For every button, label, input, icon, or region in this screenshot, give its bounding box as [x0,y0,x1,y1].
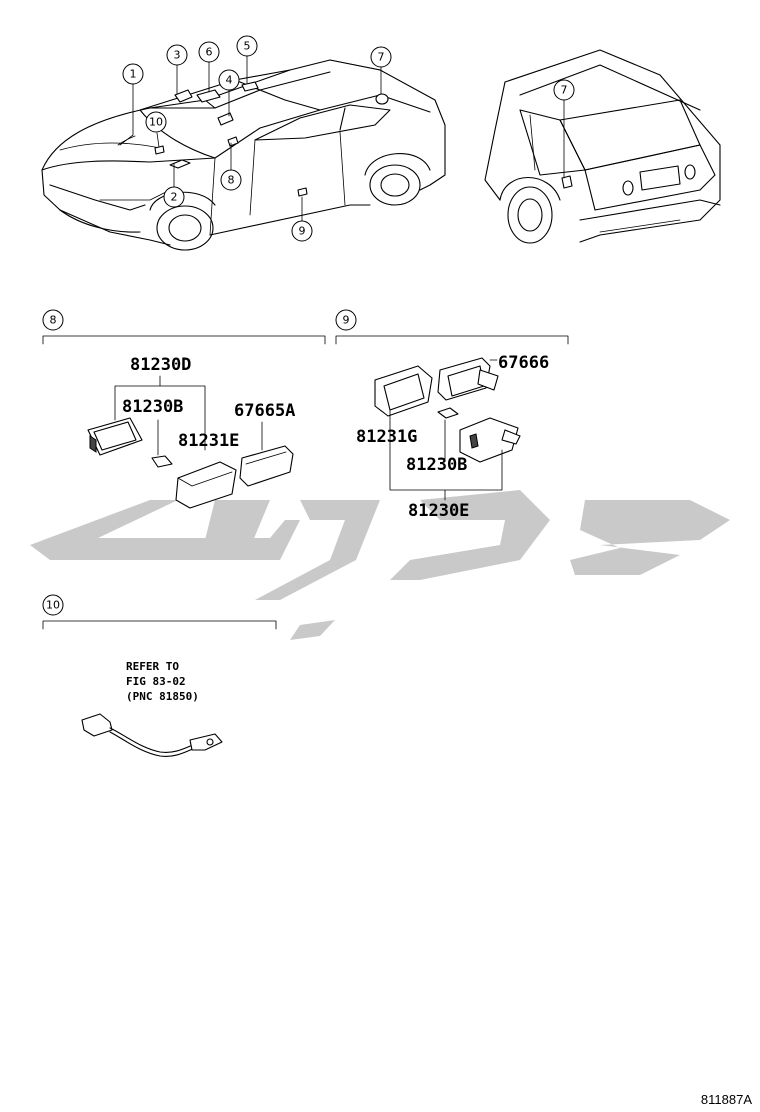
refer-line-2: FIG 83-02 [126,675,186,688]
car-callout-7: 7 [370,46,392,68]
label-81230B-s8: 81230B [122,397,183,417]
sedan-illustration [41,54,446,251]
car-callout-8: 8 [220,169,242,191]
car-callout-1: 1 [122,63,144,85]
svg-text:2: 2 [171,191,178,204]
car-callout-6: 6 [198,41,220,63]
car-callout-2: 2 [163,186,185,208]
car-callout-9: 9 [291,220,313,242]
label-67665A: 67665A [234,401,295,421]
watermark-logo [30,490,730,640]
svg-text:5: 5 [244,40,251,53]
section-8: 8 81230D 81230B 81231E 67665A [42,309,326,509]
svg-text:1: 1 [130,68,137,81]
car-callout-3: 3 [166,44,188,66]
wagon-illustration [484,49,721,244]
svg-text:7: 7 [561,84,568,97]
refer-line-1: REFER TO [126,660,179,673]
svg-text:10: 10 [149,116,163,129]
label-81231G: 81231G [356,427,417,447]
section-10-callout: 10 [46,599,60,612]
label-81230E: 81230E [408,501,469,521]
svg-text:4: 4 [226,74,233,87]
car-callout-4: 4 [218,69,240,91]
svg-text:6: 6 [206,46,213,59]
section-9: 9 67666 81231G 81230B 81230E [335,309,569,521]
svg-text:7: 7 [378,51,385,64]
car-callout-10: 10 [145,111,167,133]
section-8-callout: 8 [50,314,57,327]
label-81231E: 81231E [178,431,239,451]
svg-text:9: 9 [299,225,306,238]
svg-text:8: 8 [228,174,235,187]
car-callout-5: 5 [236,35,258,57]
label-81230D: 81230D [130,355,191,375]
wagon-callout-7: 7 [553,79,575,101]
figure-code: 811887A [701,1092,752,1107]
svg-text:3: 3 [174,49,181,62]
label-81230B-s9: 81230B [406,455,467,475]
section-9-callout: 9 [343,314,350,327]
label-67666: 67666 [498,353,549,373]
refer-line-3: (PNC 81850) [126,690,199,703]
section-10: 10 REFER TO FIG 83-02 (PNC 81850) [42,594,277,757]
